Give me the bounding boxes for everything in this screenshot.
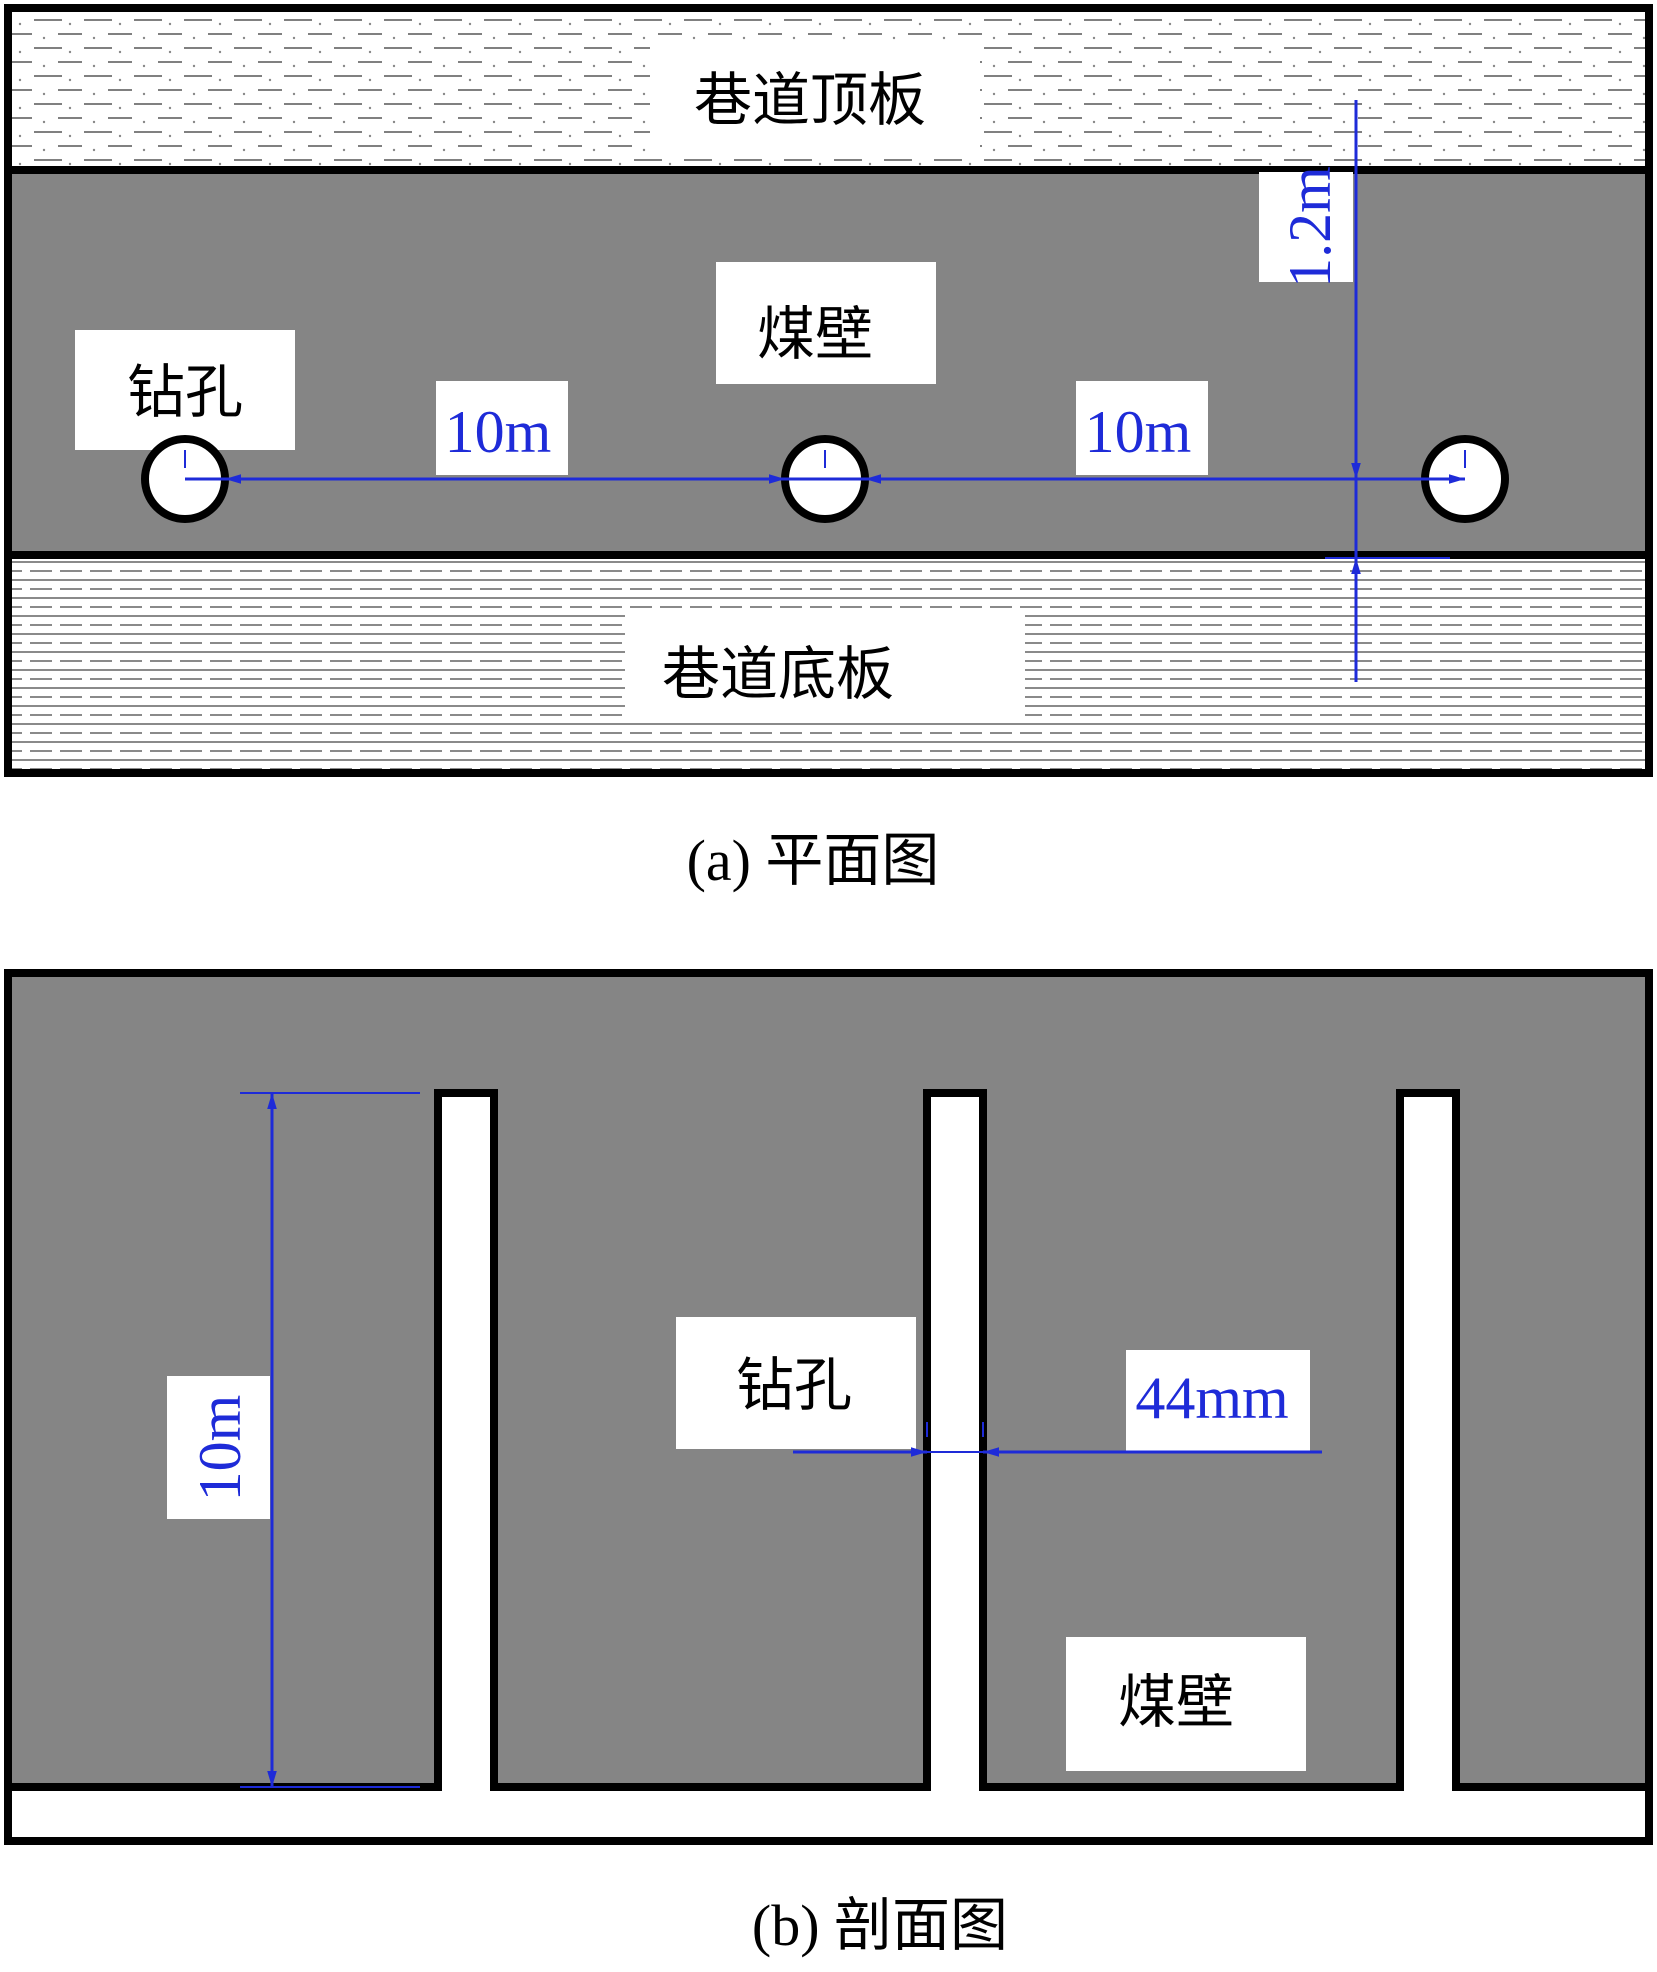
height-dim-label: 1.2m	[1277, 166, 1343, 288]
spacing-1-label: 10m	[445, 399, 552, 465]
depth-dim-box	[167, 1376, 270, 1519]
borehole-label-box	[75, 330, 295, 450]
spacing-2-box	[1076, 381, 1208, 475]
section-view: 10m 钻孔 44mm 煤壁 (b) 剖面图	[4, 969, 1653, 1958]
roof-label-box	[650, 45, 980, 155]
floor-label-box	[625, 613, 1025, 723]
depth-dim-label: 10m	[187, 1395, 253, 1502]
diameter-dim-label: 44mm	[1135, 1365, 1288, 1431]
coal-wall-label: 煤壁	[757, 300, 873, 368]
height-dim-box	[1259, 172, 1353, 282]
plan-caption: (a) 平面图	[687, 828, 940, 893]
section-borehole-label: 钻孔	[736, 1351, 852, 1419]
coal-wall-label-box	[716, 262, 936, 384]
section-borehole-label-box	[676, 1317, 916, 1449]
spacing-2-label: 10m	[1085, 399, 1192, 465]
roadway-strip	[12, 1791, 1645, 1837]
section-coal-wall-label-box	[1066, 1637, 1306, 1771]
plan-view: 巷道顶板 巷道底板 煤壁 钻孔 10m 10m 1.2m (a) 平面图	[4, 4, 1653, 893]
diameter-dim-box	[1126, 1350, 1310, 1453]
section-coal-wall-label: 煤壁	[1118, 1668, 1234, 1736]
borehole-label: 钻孔	[127, 358, 243, 426]
floor-label: 巷道底板	[662, 640, 894, 708]
spacing-1-box	[436, 381, 568, 475]
roof-label: 巷道顶板	[694, 66, 926, 134]
section-caption: (b) 剖面图	[752, 1893, 1008, 1958]
